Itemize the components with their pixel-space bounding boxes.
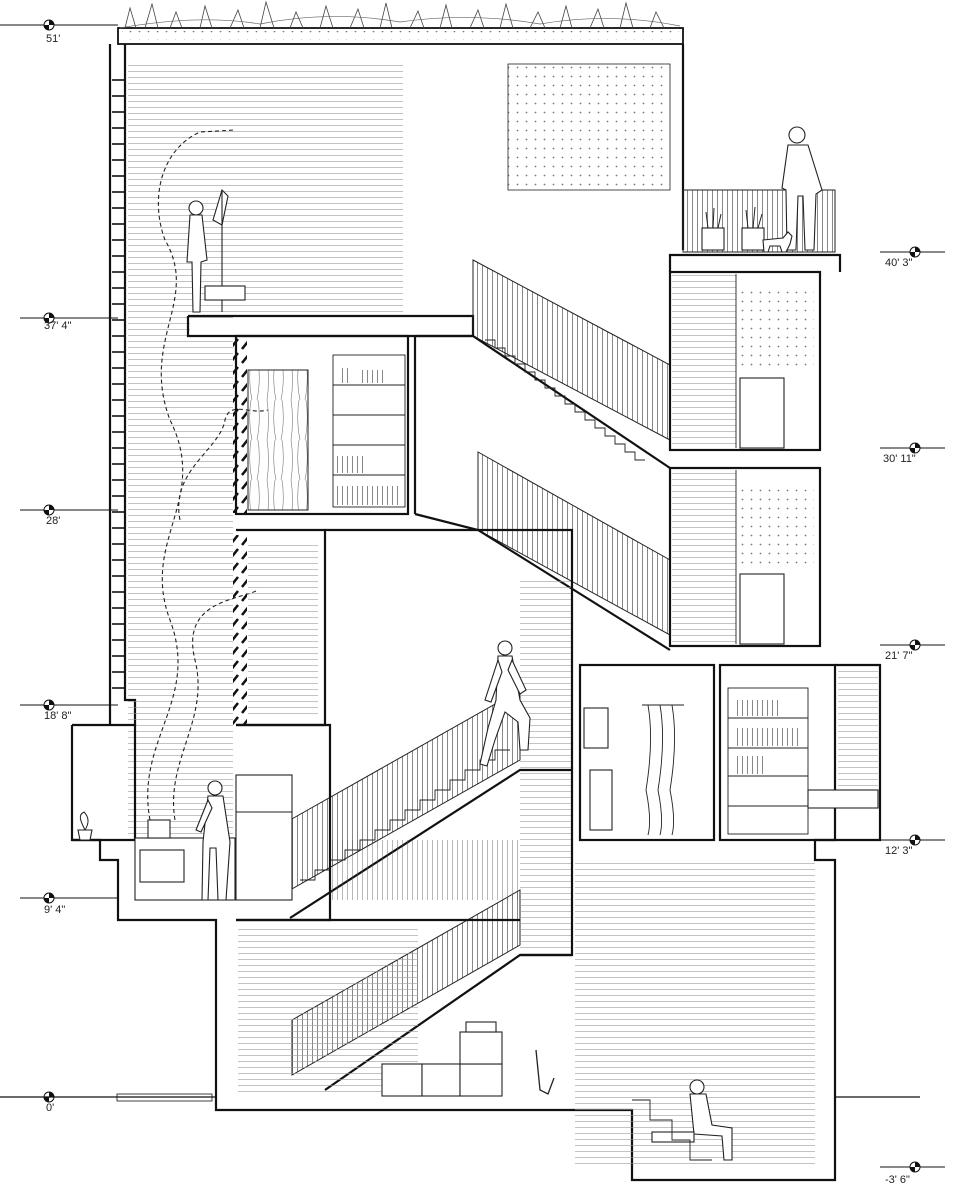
level-marker-0: 0' bbox=[0, 1091, 118, 1114]
level-marker-30-11: 30' 11" bbox=[880, 442, 945, 465]
level-label: 21' 7" bbox=[885, 650, 913, 662]
level-marker-18-8: 18' 8" bbox=[20, 699, 118, 722]
bookshelf-upper bbox=[332, 354, 406, 508]
study-room bbox=[234, 334, 410, 516]
atrium-lower-hatch bbox=[128, 314, 233, 834]
level-marker-37-4: 37' 4" bbox=[20, 312, 118, 332]
level-marker-12-3: 12' 3" bbox=[880, 834, 945, 857]
level-label: 51' bbox=[46, 33, 60, 45]
level-marker-28: 28' bbox=[20, 504, 118, 527]
bath-middle bbox=[668, 466, 822, 648]
person-terrace bbox=[781, 126, 823, 251]
ground-gravel bbox=[116, 1093, 213, 1102]
bath-upper bbox=[668, 270, 822, 452]
louver-screen-lower bbox=[233, 535, 247, 725]
green-roof bbox=[117, 0, 684, 45]
level-label: 30' 11" bbox=[883, 453, 916, 465]
saxophone bbox=[535, 1049, 555, 1095]
level-label: 28' bbox=[46, 515, 60, 527]
level-label: 37' 4" bbox=[44, 320, 72, 332]
middle-room-hatch bbox=[248, 540, 318, 715]
dog bbox=[762, 231, 793, 253]
core-wall bbox=[520, 600, 574, 957]
level-marker-21-7: 21' 7" bbox=[880, 639, 945, 662]
level-label: 12' 3" bbox=[885, 845, 913, 857]
level-marker-minus-3-6: -3' 6" bbox=[880, 1161, 945, 1186]
bathroom-lower bbox=[578, 663, 716, 842]
wooden-door bbox=[247, 369, 309, 511]
middle-slab bbox=[325, 528, 574, 600]
level-label: 0' bbox=[46, 1102, 54, 1114]
atrium-wall-hatch bbox=[128, 64, 403, 314]
stair-upper bbox=[415, 259, 671, 469]
person-standing-loft bbox=[186, 188, 246, 313]
stair-wall-hatch bbox=[520, 580, 572, 950]
loft-floor-hatch bbox=[190, 318, 470, 334]
storage-boxes bbox=[381, 1021, 503, 1097]
level-marker-51: 51' bbox=[0, 19, 118, 45]
person-climbing-stairs bbox=[479, 640, 531, 767]
level-label: 9' 4" bbox=[44, 904, 65, 916]
basement-steps bbox=[632, 1099, 712, 1161]
planter-kitchen-window bbox=[77, 811, 93, 841]
person-seated-basement bbox=[651, 1079, 733, 1161]
stair-core-hatch bbox=[330, 840, 520, 900]
person-cooking bbox=[195, 780, 231, 901]
level-label: -3' 6" bbox=[885, 1174, 910, 1186]
bedroom-lower bbox=[718, 663, 879, 842]
level-marker-9-4: 9' 4" bbox=[20, 892, 118, 916]
level-label: 40' 3" bbox=[885, 257, 913, 269]
skylight-dots bbox=[507, 63, 671, 191]
level-label: 18' 8" bbox=[44, 710, 72, 722]
level-marker-40-3: 40' 3" bbox=[880, 246, 945, 269]
